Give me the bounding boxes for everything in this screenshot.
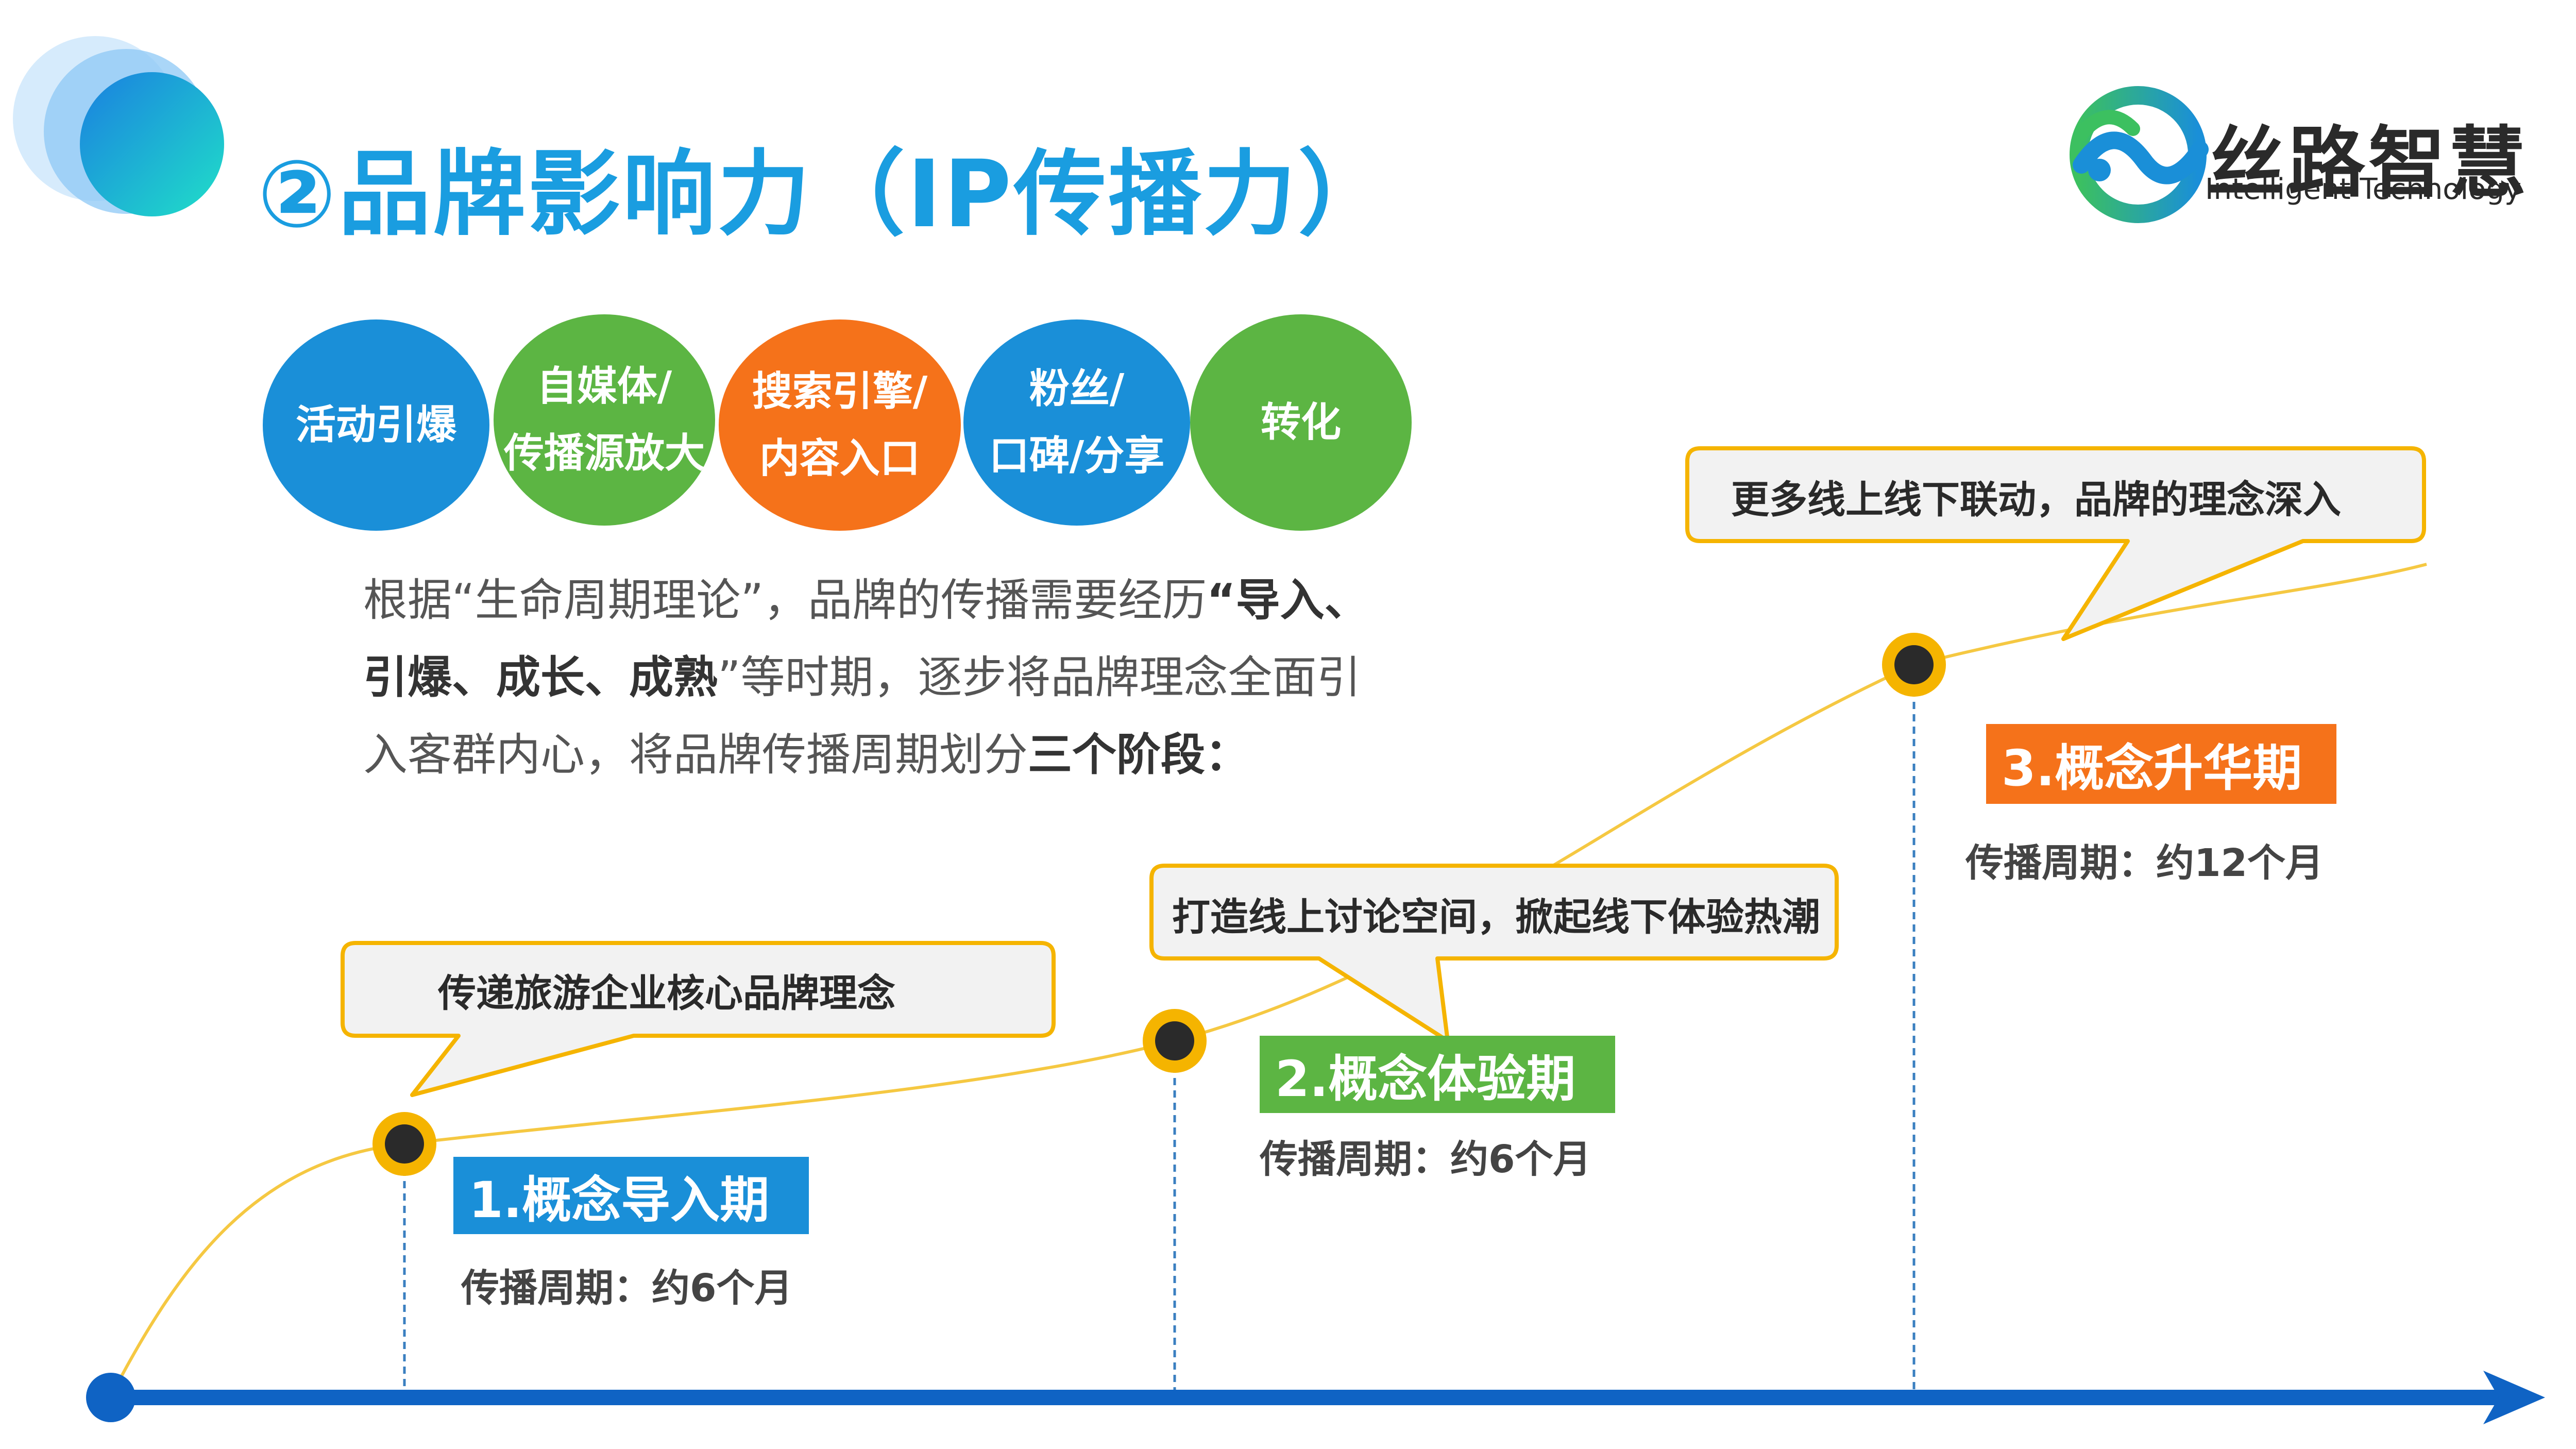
intro-text-1: 根据“生命周期理论”，品牌的传播需要经历 [363, 575, 1207, 626]
stage-guide-lines [403, 665, 1916, 1402]
stage-period-3: 传播周期：约12个月 [1965, 841, 2324, 885]
milestone-node [1143, 1009, 1207, 1073]
circle-conversion: 转化 [1190, 314, 1412, 531]
circle-media: 自媒体/ 传播源放大 [494, 314, 715, 526]
stage-period-2: 传播周期：约6个月 [1260, 1137, 1591, 1182]
intro-bold-1: “导入、引爆、成长、成熟 [363, 575, 1369, 703]
intro-paragraph: 根据“生命周期理论”，品牌的传播需要经历“导入、引爆、成长、成熟”等时期，逐步将… [363, 562, 1394, 794]
corner-decoration-icon [13, 36, 224, 216]
intro-text-2: ”等时期，逐步将品牌理念全面引入客群内心，将品牌传播周期划分 [363, 652, 1361, 781]
intro-bold-2: 三个阶段： [1028, 729, 1249, 781]
logo-swirl-icon [2070, 86, 2209, 223]
stage-label-3: 3.概念升华期 [1986, 724, 2336, 804]
circle-fans: 粉丝/ 口碑/分享 [963, 319, 1190, 526]
milestone-node [1882, 633, 1946, 697]
timeline-axis [86, 1371, 2545, 1424]
circle-activity: 活动引爆 [263, 319, 489, 531]
stage-label-1: 1.概念导入期 [453, 1157, 809, 1234]
stage-label-2: 2.概念体验期 [1260, 1036, 1615, 1113]
callout-text-3: 更多线上线下联动，品牌的理念深入 [1731, 478, 2341, 522]
logo-tagline: Intelligent Technology [2205, 173, 2522, 206]
callout-bubble-shape [1685, 446, 2426, 641]
callout-bubble-shape [1149, 864, 1839, 1043]
circle-search: 搜索引擎/ 内容入口 [719, 319, 961, 531]
stage-period-1: 传播周期：约6个月 [461, 1266, 793, 1310]
page-title: ②品牌影响力（IP传播力） [258, 141, 1393, 248]
logo-name: 丝路智慧 [2208, 119, 2530, 208]
callout-text-2: 打造线上讨论空间，掀起线下体验热潮 [1172, 895, 1820, 939]
callout-bubble-shape [341, 941, 1056, 1097]
callout-text-1: 传递旅游企业核心品牌理念 [438, 971, 895, 1016]
milestone-node [372, 1112, 436, 1176]
